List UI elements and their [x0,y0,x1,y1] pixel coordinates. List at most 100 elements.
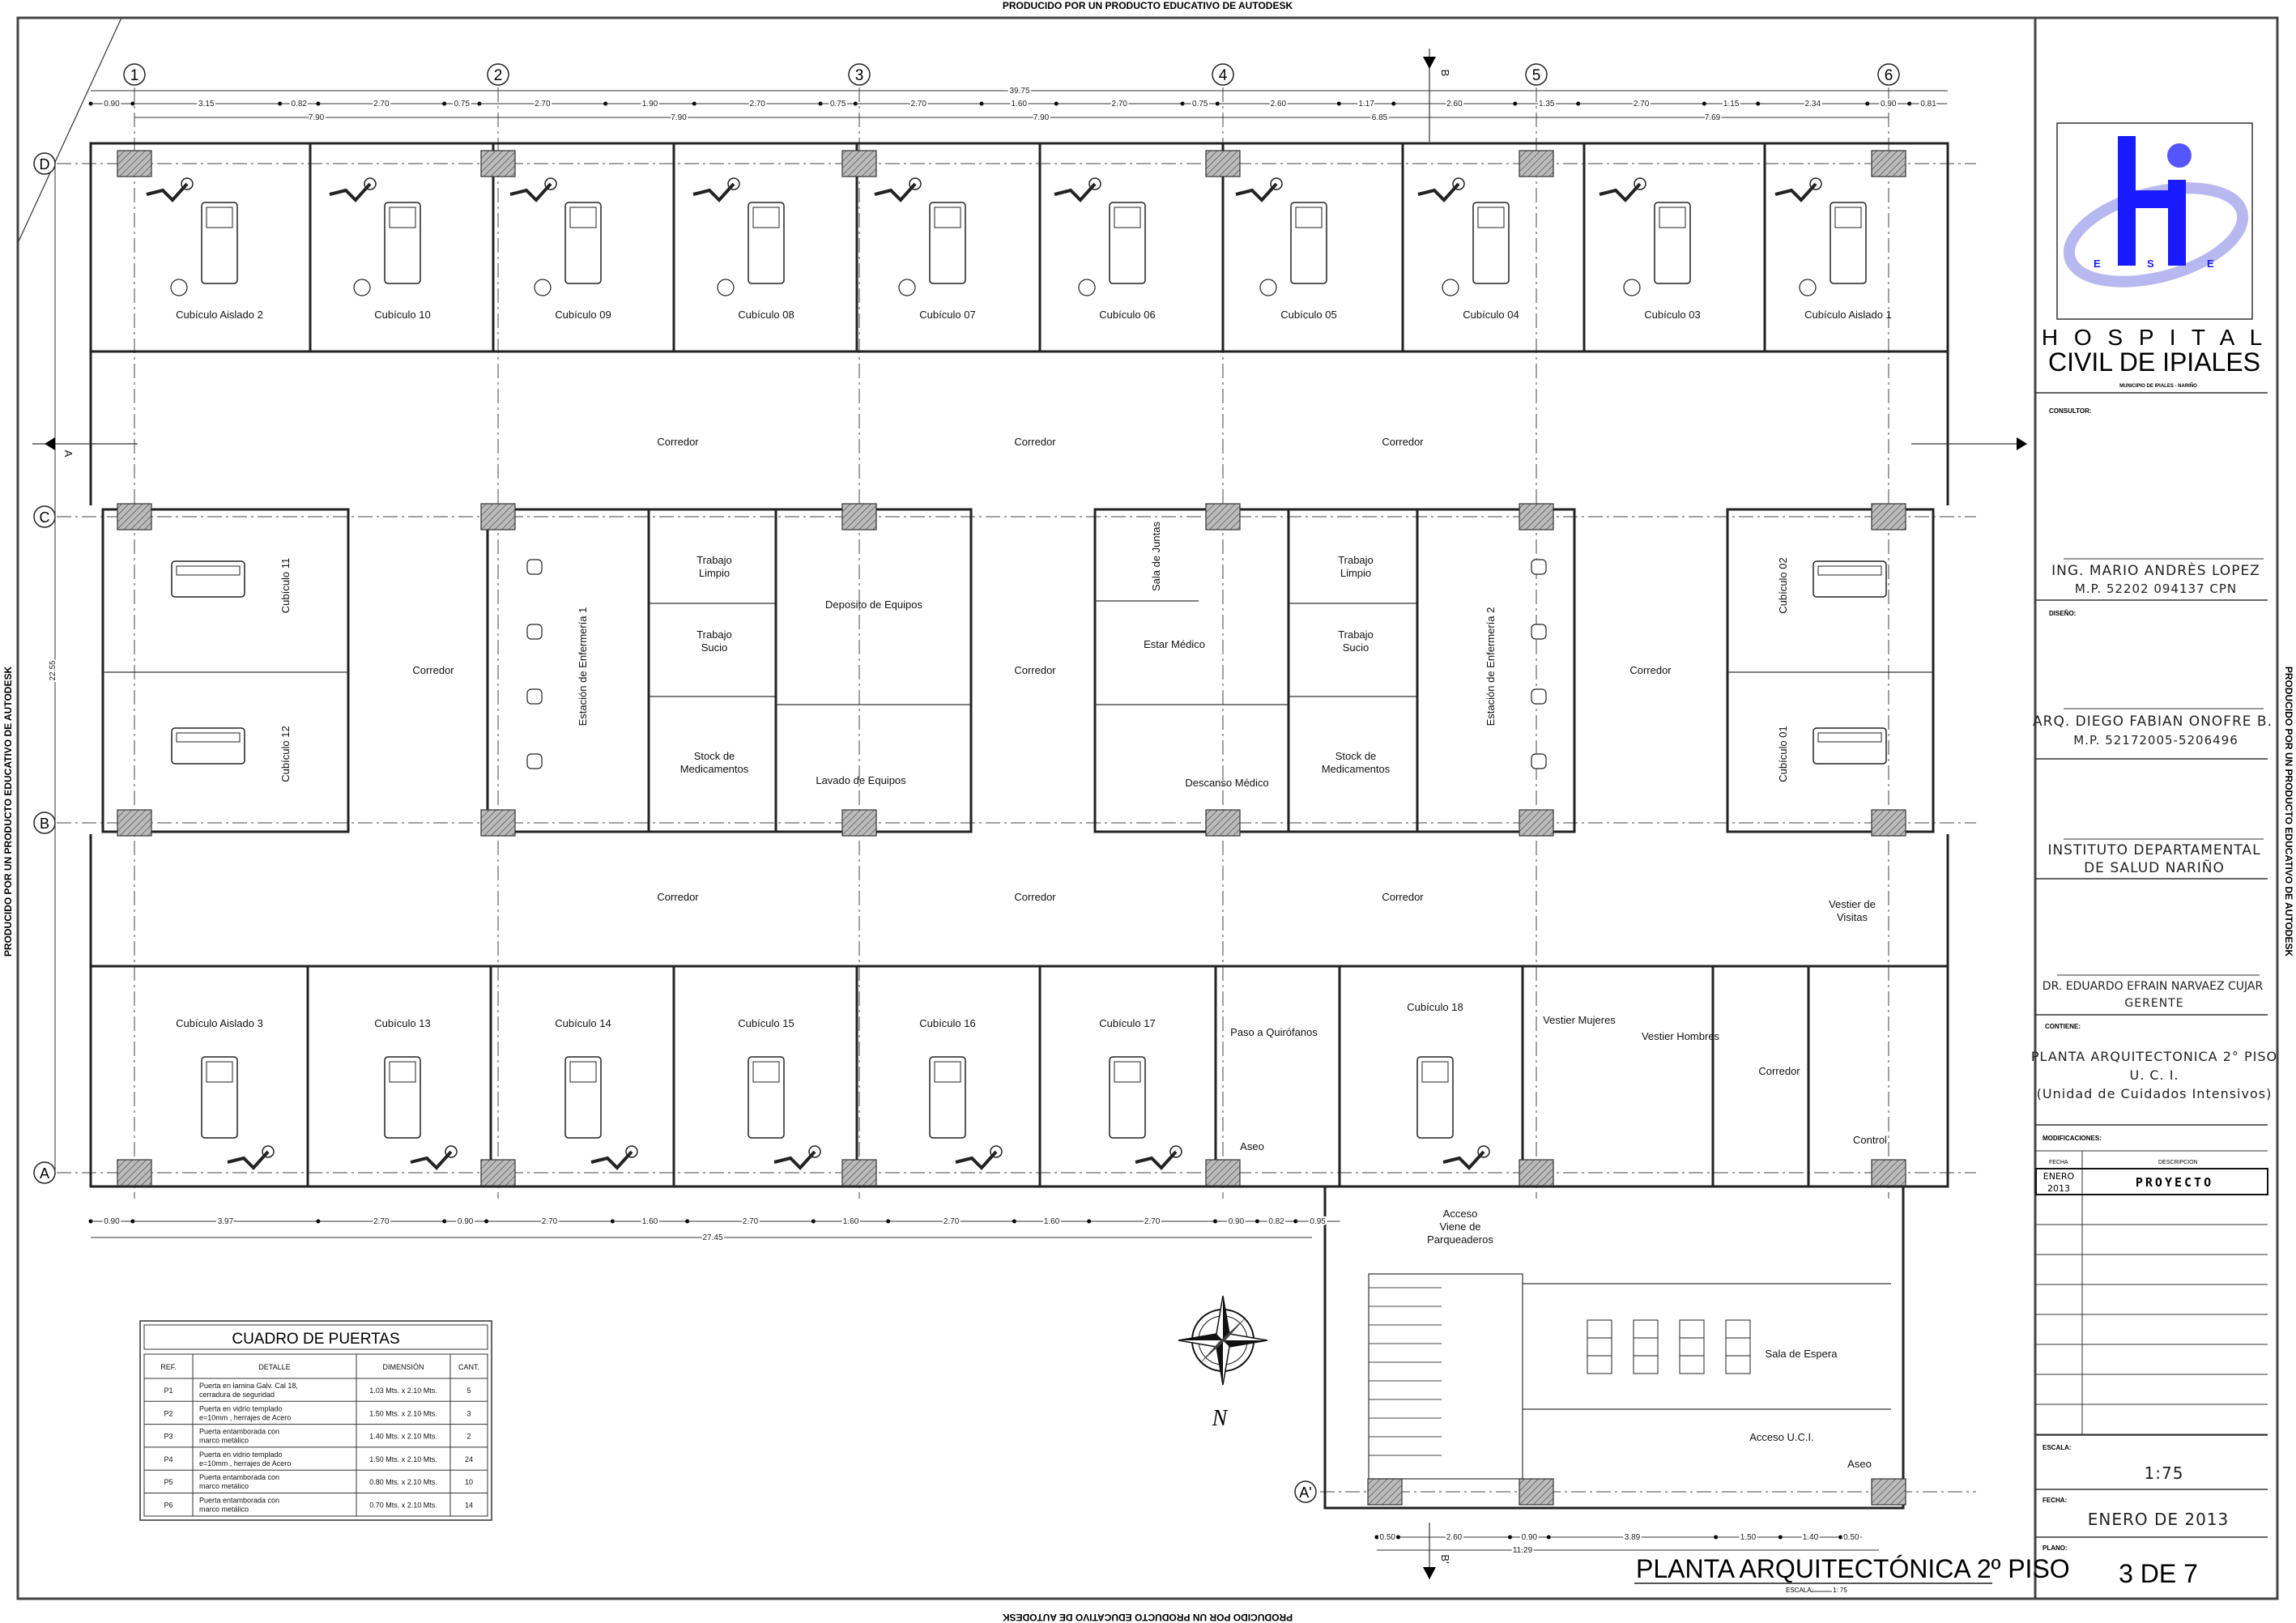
block-cubicles-11-12 [101,508,350,833]
room-label: Medicamentos [1322,763,1391,775]
mod-header-fecha: FECHA [2049,1160,2068,1165]
pillow [1421,1061,1449,1083]
chair-icon [526,688,543,705]
medical-arm-icon [1135,1150,1178,1170]
pillow [934,207,961,228]
medical-arm-joint [181,177,194,190]
sheet-border [16,16,2279,1600]
structural-column [117,809,152,837]
grid-column-label: 1 [130,67,139,84]
room-label: Corredor [1629,664,1672,676]
dimension-overall-left: 22.55 [49,660,58,680]
chair-icon [526,624,543,640]
room-label: Cubículo 14 [555,1017,611,1029]
structural-column [1871,150,1906,177]
dimension-label: 1.60 [1011,100,1027,109]
dimension-label: 2.70 [542,1217,558,1226]
dimension-label: 0.90 [104,100,120,109]
structural-column [1519,503,1554,530]
room-label: Viene de [1439,1220,1480,1233]
grid-bubble [848,63,871,86]
medical-arm-icon [1054,182,1097,202]
structural-column [1519,150,1554,177]
grid-row-label: D [40,156,50,173]
dimension-label: 0.82 [292,100,308,109]
hospital-name-line2: CIVIL DE IPIALES [2048,347,2260,377]
medical-arm-icon [874,182,917,202]
annex-waiting-area [1323,1185,1905,1510]
bed-icon [564,1056,602,1139]
structural-column [1519,1159,1554,1186]
door-detail: marco metálico [199,1506,249,1514]
chair-icon [526,753,543,769]
room-label: Trabajo [1338,628,1374,641]
north-arrow-compass: N [1178,1295,1268,1431]
block-cubicles-01-02 [1726,508,1935,833]
grid-column-label: 4 [1219,67,1228,84]
door-detail: cerradura de seguridad [199,1391,275,1399]
waiting-chair [1633,1337,1659,1357]
room-label: Corredor [1758,1065,1800,1077]
grid-column-label: 5 [1532,67,1541,84]
door-detail: e=10mm , herrajes de Acero [199,1459,291,1468]
bed-icon [1472,202,1510,284]
dimension-label: 2.70 [1634,100,1650,109]
medical-arm-icon [1417,182,1460,202]
room-label: Estación de Enfermería 1 [577,607,589,726]
dimension-label: 1.60 [1044,1217,1060,1226]
bed-icon [1813,727,1887,765]
grid-bubble [1525,63,1548,86]
pillow [206,207,233,228]
dimension-label: 0.90 [1881,100,1897,109]
sink-icon [353,279,371,296]
structural-column [1871,1159,1906,1186]
grid-column-label: 2 [494,67,503,84]
room-label: Vestier de [1829,898,1876,910]
room-label: Cubículo 02 [1777,557,1789,613]
dimension-label: 2.70 [910,100,926,109]
medical-arm-icon [590,1150,633,1170]
room-label: Cubículo 11 [279,558,292,613]
door-detail: marco metálico [199,1482,249,1490]
medical-arm-joint [808,1145,821,1158]
medical-arm-joint [727,177,740,190]
dimension-label: 1.17 [1358,100,1374,109]
dimension-overall-top: 39.75 [1009,87,1029,96]
medical-arm-icon [410,1150,453,1170]
pillow [1114,1061,1141,1083]
dimension-label: 0.81 [1920,100,1936,109]
section-mark-bottom: B' [1439,1554,1451,1563]
structural-column [117,1159,152,1186]
dimension-label: 3.97 [218,1217,234,1226]
structural-column [841,809,877,837]
door-quantity: 2 [466,1433,471,1441]
sink-icon [1623,279,1641,296]
svg-text:E: E [2094,258,2101,270]
bed-icon [1109,202,1146,284]
dimension-label: 3.89 [1625,1533,1641,1542]
room-label: Visitas [1837,911,1868,923]
structural-column [1367,1478,1403,1506]
dimension-label: 2.70 [743,1217,759,1226]
dimension-bay: 7.90 [671,113,687,122]
structural-column [1205,503,1241,530]
door-detail: Puerta en vidrio templado [199,1404,283,1412]
pillow [569,1061,597,1083]
room-label: Corredor [1382,436,1424,448]
structural-column [1205,150,1241,177]
door-dimension: 0.80 Mts. x 2.10 Mts. [369,1478,437,1486]
structural-columns [117,150,1906,1506]
gerente-role: GERENTE [2124,997,2183,1010]
room-label: Corredor [1014,664,1056,676]
medical-arm-joint [262,1145,275,1158]
structural-column [841,1159,877,1186]
fecha-label: FECHA: [2043,1497,2067,1504]
structural-column [480,1159,516,1186]
pillow [752,1061,780,1083]
diseno-mp: M.P. 52172005-5206496 [2073,733,2238,748]
medical-arm-icon [509,182,552,202]
